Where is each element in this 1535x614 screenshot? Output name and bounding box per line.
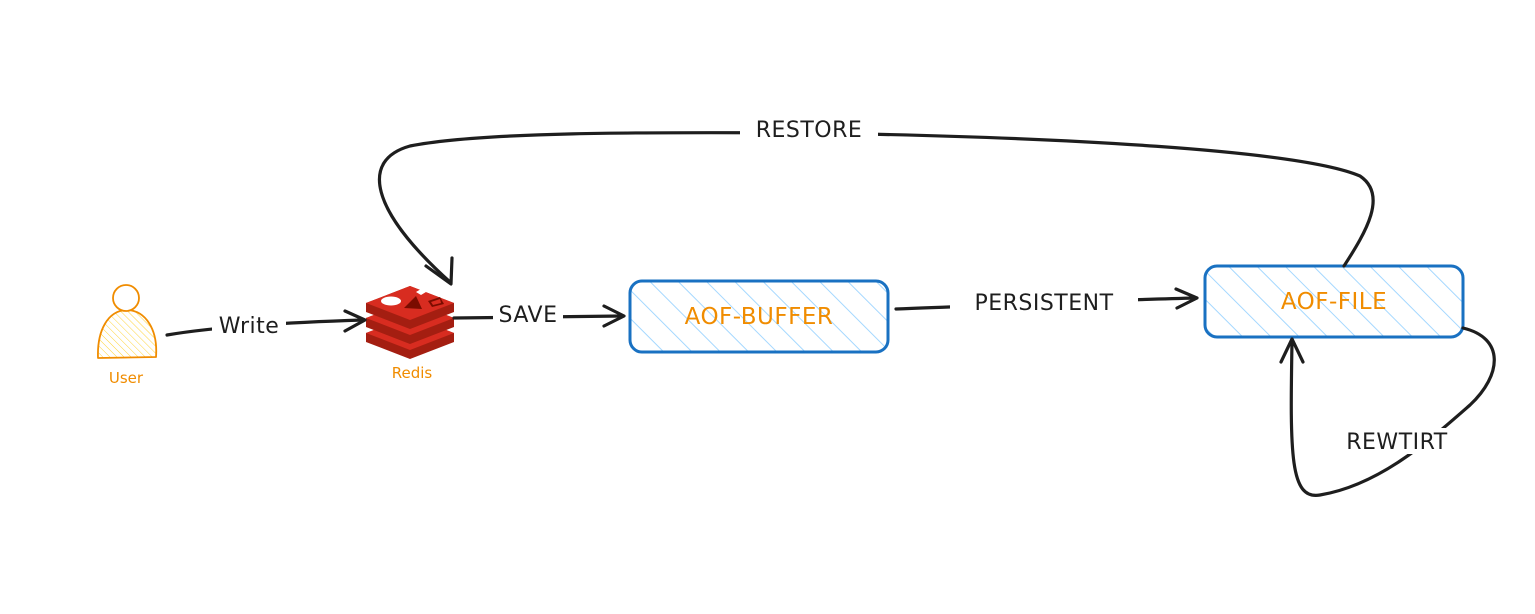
redis-label: Redis: [392, 364, 433, 382]
edge-save-arrowhead: [602, 304, 626, 328]
edge-persistent-arrowhead: [1174, 287, 1199, 310]
user-label: User: [109, 369, 144, 387]
edge-persistent[interactable]: PERSISTENT: [894, 287, 1199, 316]
edge-rewrite[interactable]: REWTIRT: [1279, 326, 1496, 497]
user-icon: [97, 284, 158, 359]
edge-restore-line: [377, 131, 1375, 284]
aof-file-label: AOF-FILE: [1281, 289, 1387, 315]
aof-file-box: [1203, 264, 1465, 339]
edge-restore-arrowhead: [424, 256, 454, 286]
edge-restore-label: RESTORE: [756, 118, 863, 143]
edge-save[interactable]: SAVE: [452, 301, 626, 328]
edge-persistent-label: PERSISTENT: [974, 291, 1113, 316]
edge-rewrite-label: REWTIRT: [1346, 430, 1448, 455]
edge-rewrite-arrowhead: [1279, 337, 1305, 364]
edge-write-arrowhead: [343, 309, 367, 333]
aof-buffer-label: AOF-BUFFER: [685, 304, 834, 330]
edge-write[interactable]: Write: [165, 309, 367, 339]
edge-rewrite-line: [1289, 326, 1496, 497]
redis-logo-icon: [366, 286, 454, 359]
user-node[interactable]: User: [97, 284, 158, 387]
edge-write-label: Write: [219, 314, 280, 339]
aof-buffer-node[interactable]: AOF-BUFFER: [628, 279, 890, 354]
edge-save-label: SAVE: [499, 303, 558, 328]
aof-file-node[interactable]: AOF-FILE: [1203, 264, 1465, 339]
redis-node[interactable]: Redis: [366, 286, 454, 382]
aof-buffer-box: [628, 279, 890, 354]
edge-restore[interactable]: RESTORE: [377, 116, 1375, 286]
